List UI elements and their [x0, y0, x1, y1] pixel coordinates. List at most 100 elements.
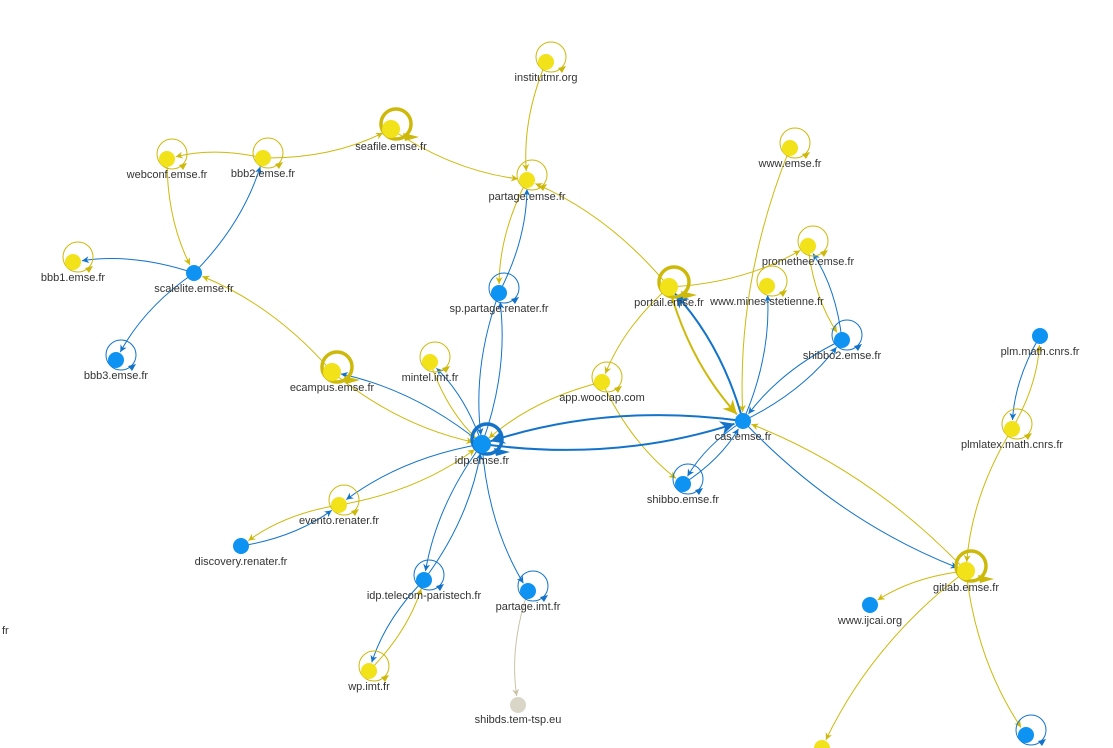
edge-webconf-to-scalelite [166, 158, 191, 266]
node-wooclap[interactable] [594, 374, 610, 390]
edge-idp_emse-to-partage_imt [481, 443, 524, 584]
node-label-seafile: seafile.emse.fr [355, 141, 427, 153]
self-loop-bbb2 [252, 137, 284, 169]
self-loop-plmlatex [1001, 408, 1033, 440]
self-loop-gitlab [954, 549, 988, 583]
self-loop-bbb1 [62, 241, 94, 273]
self-loop-arrow-sp_partage [511, 297, 519, 304]
edge-ecampus-to-idp_emse [331, 371, 474, 445]
node-label-discovery: discovery.renater.fr [195, 556, 288, 568]
edge-portail-to-wooclap [604, 286, 670, 374]
node-label-bbb3: bbb3.emse.fr [84, 370, 149, 382]
node-gitlab[interactable] [957, 562, 975, 580]
node-edge_yellow_b[interactable] [814, 740, 830, 748]
self-loop-seafile [379, 107, 413, 141]
node-bbb1[interactable] [65, 254, 81, 270]
node-plm_math[interactable] [1032, 328, 1048, 344]
node-label-partage_imt: partage.imt.fr [496, 601, 561, 613]
node-discovery[interactable] [233, 538, 249, 554]
self-loop-bbb3 [105, 339, 137, 371]
node-partage_imt[interactable] [520, 583, 536, 599]
edge-plmlatex-to-plm_math [1011, 344, 1043, 430]
edge-portail-to-partage_emse [535, 183, 670, 288]
edge-shibbo-to-cas [682, 428, 739, 485]
node-mintel[interactable] [422, 354, 438, 370]
self-loop-partage_imt [517, 570, 549, 602]
self-loop-arrow-evento [351, 509, 359, 516]
self-loop-evento [328, 484, 360, 516]
edge-idp_emse-to-idp_telecom [423, 443, 483, 572]
node-label-shibbo2: shibbo2.emse.fr [803, 350, 882, 362]
self-loop-arrow-promethee [820, 250, 828, 257]
self-loop-portail [657, 265, 691, 299]
edge-evento-to-discovery [247, 504, 340, 542]
node-bbb2[interactable] [255, 150, 271, 166]
node-label-idp_telecom: idp.telecom-paristech.fr [367, 590, 482, 602]
self-loop-arrow-shibbo2 [854, 344, 862, 351]
node-label-partage_emse: partage.emse.fr [488, 191, 565, 203]
node-wp_imt[interactable] [361, 663, 377, 679]
node-ecampus[interactable] [323, 363, 341, 381]
edge-cas-to-shibbo [687, 420, 744, 477]
edge-bbb2-to-webconf [175, 151, 264, 159]
node-label-scalelite: scalelite.emse.fr [154, 283, 234, 295]
self-loop-wp_imt [358, 650, 390, 682]
self-loop-institutmr [535, 41, 567, 73]
edge-idp_emse-to-mintel [436, 367, 483, 445]
node-evento[interactable] [331, 497, 347, 513]
edge-cas-to-idp_emse [490, 414, 744, 444]
node-shibbo2[interactable] [834, 332, 850, 348]
node-ijcai[interactable] [862, 597, 878, 613]
edge-cas-to-gitlab [742, 420, 958, 569]
node-seafile[interactable] [382, 120, 400, 138]
node-bbb3[interactable] [108, 352, 124, 368]
node-label-cas: cas.emse.fr [715, 431, 772, 443]
node-label-evento: evento.renater.fr [299, 515, 379, 527]
node-label-sp_partage: sp.partage.renater.fr [449, 303, 548, 315]
node-label-plm_math: plm.math.cnrs.fr [1001, 346, 1080, 358]
node-idp_telecom[interactable] [416, 572, 432, 588]
self-loop-arrow-partage_imt [540, 595, 548, 602]
edge-portail-to-promethee [668, 250, 801, 288]
edge-bbb2-to-seafile [262, 132, 384, 159]
node-sp_partage[interactable] [491, 285, 507, 301]
edge-sp_partage-to-idp_emse [476, 292, 500, 436]
node-edge_blue_br[interactable] [1018, 727, 1034, 743]
edge-plm_math-to-plmlatex [1009, 335, 1041, 421]
self-loop-arrow-wp_imt [381, 675, 389, 682]
node-idp_emse[interactable] [473, 435, 491, 453]
edge-sp_partage-to-partage_emse [498, 188, 531, 294]
node-cas[interactable] [735, 413, 751, 429]
node-scalelite[interactable] [186, 265, 202, 281]
node-partage_emse[interactable] [519, 172, 535, 188]
node-mines_stetienne[interactable] [759, 278, 775, 294]
edge-idp_telecom-to-idp_emse [423, 452, 483, 581]
node-webconf[interactable] [159, 151, 175, 167]
node-shibds[interactable] [510, 697, 526, 713]
node-label-portail: portail.emse.fr [634, 297, 704, 309]
self-loop-webconf [156, 138, 188, 170]
node-institutmr[interactable] [538, 54, 554, 70]
nodes-layer [65, 54, 1048, 748]
self-loop-arrow-mintel [442, 366, 450, 373]
node-www_emse[interactable] [782, 140, 798, 156]
self-loop-arrow-bbb3 [128, 364, 136, 371]
edge-idp_emse-to-cas [481, 421, 735, 451]
node-label-ecampus: ecampus.emse.fr [290, 382, 375, 394]
self-loop-arrow-bbb1 [85, 266, 93, 273]
node-portail[interactable] [660, 278, 678, 296]
node-promethee[interactable] [800, 238, 816, 254]
edge-plmlatex-to-gitlab [963, 428, 1013, 563]
node-shibbo[interactable] [675, 476, 691, 492]
edge-promethee-to-shibbo2 [807, 245, 838, 333]
node-label-mines_stetienne: www.mines-stetienne.fr [709, 296, 824, 308]
edge-cas-to-shibbo2 [742, 346, 837, 422]
self-loop-arrow-seafile [403, 133, 419, 141]
self-loop-wooclap [591, 361, 623, 393]
edge-wp_imt-to-idp_telecom [368, 588, 423, 672]
edge-portail-to-cas [668, 286, 738, 416]
self-loop-arrow-edge_blue_br [1038, 739, 1046, 746]
self-loop-edge_blue_br [1015, 714, 1047, 746]
edge-wooclap-to-idp_emse [488, 381, 603, 439]
node-plmlatex[interactable] [1004, 421, 1020, 437]
